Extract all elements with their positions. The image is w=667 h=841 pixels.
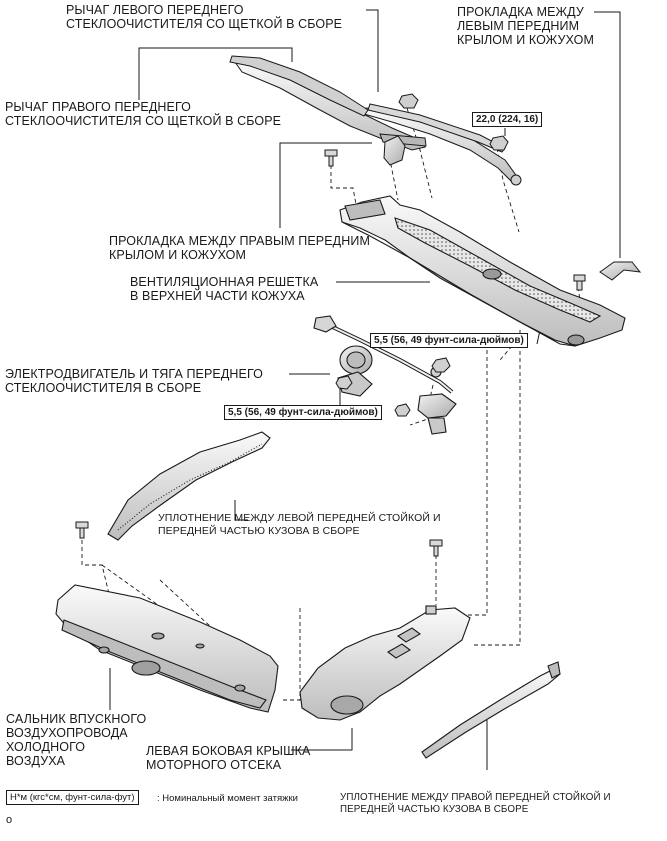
wiper-nuts: [398, 93, 509, 151]
torque-nut-wiper-arm: 22,0 (224, 16): [472, 112, 543, 127]
left-wiper-arm-part: [363, 103, 522, 186]
label-right-wiper-arm: РЫЧАГ ПРАВОГО ПЕРЕДНЕГО СТЕКЛООЧИСТИТЕЛЯ…: [5, 100, 282, 128]
right-fender-seal-part: [383, 135, 406, 166]
cool-air-intake-seal-part: [55, 584, 279, 713]
leader-seal-right-fender: [279, 142, 372, 228]
label-left-wiper-arm: РЫЧАГ ЛЕВОГО ПЕРЕДНЕГО СТЕКЛООЧИСТИТЕЛЯ …: [66, 3, 343, 31]
lower-clips: [75, 521, 443, 557]
label-wiper-motor-link: ЭЛЕКТРОДВИГАТЕЛЬ И ТЯГА ПЕРЕДНЕГО СТЕКЛО…: [5, 367, 263, 395]
label-seal-left-fender: ПРОКЛАДКА МЕЖДУ ЛЕВЫМ ПЕРЕДНИМ КРЫЛОМ И …: [457, 5, 594, 47]
motor-bolts: [335, 357, 451, 417]
left-pillar-seal-part: [107, 431, 271, 541]
engine-side-cover-part: [299, 605, 471, 721]
leader-engine-cover: [291, 728, 353, 751]
label-seal-right-fender: ПРОКЛАДКА МЕЖДУ ПРАВЫМ ПЕРЕДНИМ КРЫЛОМ И…: [109, 234, 370, 262]
legend-description: : Номинальный момент затяжки: [157, 793, 298, 804]
leader-left-wiper-arm: [366, 9, 379, 92]
label-left-pillar-seal: УПЛОТНЕНИЕ МЕЖДУ ЛЕВОЙ ПЕРЕДНЕЙ СТОЙКОЙ …: [158, 512, 441, 537]
torque-cowl-louver: 5,5 (56, 49 фунт-сила-дюймов): [370, 333, 528, 348]
footer-mark: o: [6, 814, 13, 826]
leader-seal-left-fender: [594, 11, 621, 258]
label-engine-side-cover: ЛЕВАЯ БОКОВАЯ КРЫШКА МОТОРНОГО ОТСЕКА: [146, 744, 311, 772]
right-pillar-seal-part: [421, 661, 561, 759]
upper-clips: [324, 149, 586, 291]
right-wiper-arm-part: [229, 55, 427, 151]
leader-left-pillar-seal: [234, 500, 248, 521]
leader-lines: [109, 9, 621, 770]
leader-right-wiper-arm: [138, 47, 293, 100]
torque-wiper-motor: 5,5 (56, 49 фунт-сила-дюймов): [224, 405, 382, 420]
label-cool-air-intake-seal: САЛЬНИК ВПУСКНОГО ВОЗДУХОПРОВОДА ХОЛОДНО…: [6, 712, 147, 768]
legend-unit-box: Н*м (кгс*см, фунт-сила-фут): [6, 790, 139, 805]
label-right-pillar-seal: УПЛОТНЕНИЕ МЕЖДУ ПРАВОЙ ПЕРЕДНЕЙ СТОЙКОЙ…: [340, 792, 611, 815]
left-fender-seal-part: [599, 261, 642, 281]
label-cowl-louver: ВЕНТИЛЯЦИОННАЯ РЕШЕТКА В ВЕРХНЕЙ ЧАСТИ К…: [130, 275, 319, 303]
cowl-louver-part: [339, 195, 626, 347]
